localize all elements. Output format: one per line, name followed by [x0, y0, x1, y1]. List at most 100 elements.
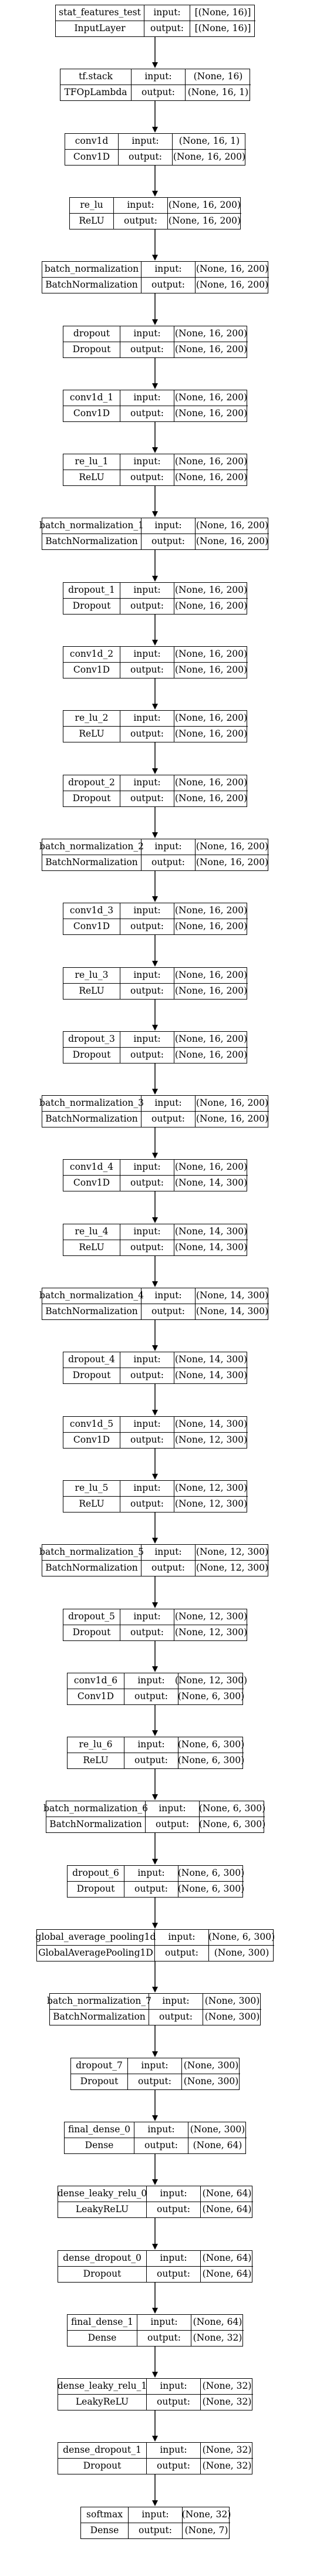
input-label: input:	[120, 1481, 174, 1497]
input-label: input:	[120, 390, 174, 406]
input-shape: (None, 16, 200)	[174, 1032, 248, 1048]
input-shape: (None, 16, 200)	[174, 903, 248, 919]
arrowhead-icon	[152, 961, 158, 967]
arrowhead-icon	[152, 2051, 158, 2057]
layer-class: Conv1D	[73, 921, 110, 931]
input-shape: (None, 16, 200)	[174, 390, 248, 406]
arrowhead-icon	[152, 640, 158, 646]
output-label: output:	[141, 534, 195, 549]
input-label: input:	[154, 1930, 208, 1946]
layer-name: stat_features_test	[56, 5, 144, 21]
input-label: input:	[120, 454, 174, 470]
arrowhead-icon	[152, 1602, 158, 1608]
input-label: input:	[141, 518, 195, 534]
layer-name: dense_dropout_1	[58, 2443, 146, 2459]
output-label: output:	[146, 2266, 200, 2282]
output-shape: (None, 300)	[208, 1945, 274, 1961]
layer-name: conv1d_3	[63, 903, 120, 919]
output-label: output:	[141, 277, 195, 293]
arrowhead-icon	[152, 1474, 158, 1480]
layer-class: Dropout	[72, 344, 111, 355]
output-label: output:	[127, 2074, 181, 2089]
layer-name: batch_normalization_4	[39, 1288, 144, 1304]
output-shape: (None, 12, 300)	[174, 1496, 248, 1512]
layer-name: global_average_pooling1d	[36, 1930, 156, 1946]
layer-class: Dense	[90, 2525, 119, 2536]
layer-class: Dropout	[72, 1627, 111, 1638]
input-label: input:	[120, 775, 174, 791]
layer-name: batch_normalization_5	[39, 1545, 144, 1561]
input-shape: (None, 16, 200)	[174, 1160, 248, 1176]
output-shape: (None, 16, 200)	[195, 277, 269, 293]
input-shape: (None, 16, 200)	[195, 518, 269, 534]
output-label: output:	[118, 149, 172, 165]
input-label: input:	[113, 198, 167, 214]
layer-class: BatchNormalization	[45, 1113, 138, 1124]
layer-name: tf.stack	[60, 69, 131, 85]
layer-name: re_lu	[70, 198, 113, 214]
output-label: output:	[120, 1368, 174, 1383]
layer-name: re_lu_1	[63, 454, 120, 470]
layer-name: dropout_5	[63, 1609, 120, 1625]
output-label: output:	[141, 1560, 195, 1576]
output-shape: (None, 16, 200)	[174, 342, 248, 357]
output-label: output:	[120, 662, 174, 678]
arrowhead-icon	[152, 383, 158, 389]
layer-class: Dropout	[72, 1049, 111, 1060]
arrowhead-icon	[152, 1666, 158, 1672]
output-label: output:	[137, 2330, 191, 2346]
layer-class: BatchNormalization	[45, 1562, 138, 1573]
input-shape: (None, 64)	[200, 2251, 253, 2267]
output-shape: (None, 32)	[191, 2330, 244, 2346]
layer-class: ReLU	[79, 472, 105, 482]
layer-name: re_lu_3	[63, 968, 120, 984]
output-label: output:	[120, 1047, 174, 1063]
input-shape: (None, 16, 200)	[195, 839, 269, 855]
layer-name: batch_normalization_7	[47, 1994, 151, 2010]
input-shape: (None, 14, 300)	[174, 1417, 248, 1433]
output-label: output:	[120, 1625, 174, 1640]
layer-name: conv1d_4	[63, 1160, 120, 1176]
layer-class: BatchNormalization	[45, 279, 138, 290]
input-label: input:	[141, 1288, 195, 1304]
layer-class: TFOpLambda	[64, 87, 127, 97]
layer-name: final_dense_1	[68, 2315, 137, 2331]
layer-class: ReLU	[79, 1498, 105, 1509]
output-label: output:	[145, 1817, 199, 1832]
layer-class: LeakyReLU	[75, 2396, 129, 2407]
output-shape: (None, 16, 200)	[167, 213, 241, 229]
arrowhead-icon	[152, 896, 158, 902]
input-label: input:	[141, 1545, 195, 1561]
layer-class: Dropout	[80, 2076, 119, 2087]
output-shape: (None, 16, 200)	[172, 149, 246, 165]
input-shape: (None, 16, 200)	[174, 647, 248, 663]
arrowhead-icon	[152, 768, 158, 774]
output-shape: (None, 14, 300)	[174, 1175, 248, 1191]
input-label: input:	[145, 1801, 199, 1817]
input-label: input:	[118, 134, 172, 150]
output-shape: (None, 16, 200)	[174, 598, 248, 614]
input-label: input:	[124, 1737, 178, 1753]
input-label: input:	[144, 5, 190, 21]
output-shape: (None, 300)	[203, 2009, 261, 2025]
layer-class: Dropout	[72, 793, 111, 803]
output-shape: (None, 6, 300)	[178, 1881, 244, 1897]
